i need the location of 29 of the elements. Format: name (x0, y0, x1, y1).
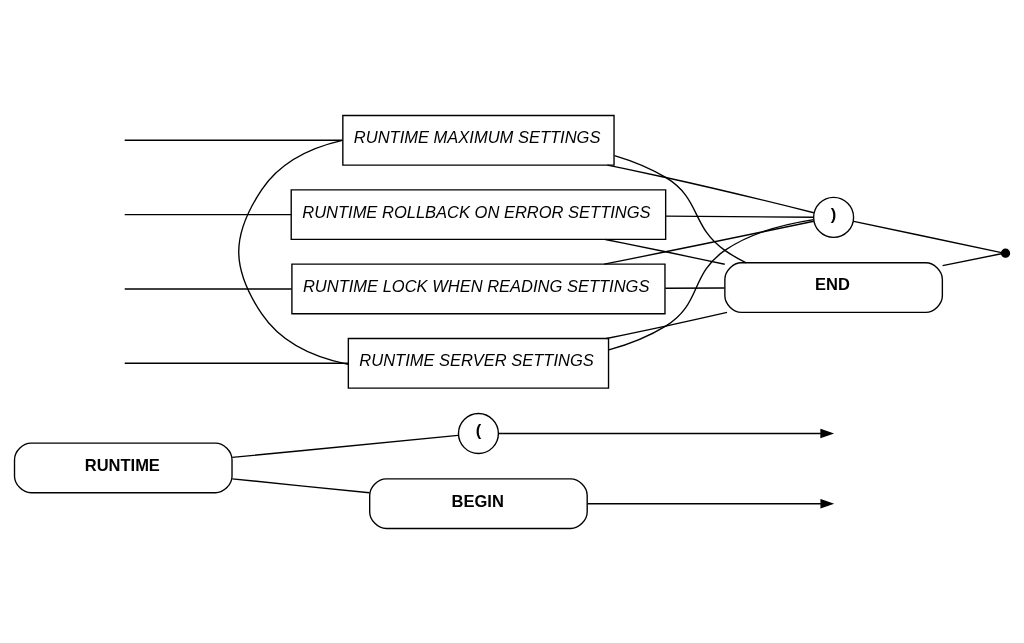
connector (606, 163, 815, 213)
connector (603, 220, 815, 265)
node-box: RUNTIME LOCK WHEN READING SETTINGS (291, 263, 666, 314)
connector (941, 252, 1002, 266)
connector (124, 287, 293, 290)
connector (124, 139, 344, 141)
node-box: END (724, 261, 944, 313)
connector (605, 311, 728, 339)
connector (124, 213, 292, 215)
connector (238, 139, 349, 365)
connector (665, 214, 814, 218)
connector (604, 238, 726, 265)
node-circle (1000, 248, 1011, 258)
connector (664, 286, 726, 289)
node-circle: ) (812, 196, 855, 238)
node-box: RUNTIME ROLLBACK ON ERROR SETTINGS (290, 188, 667, 240)
connector (608, 218, 815, 351)
node-circle: ( (457, 412, 500, 454)
node-box: BEGIN (369, 477, 588, 529)
connector (613, 154, 747, 263)
node-box: RUNTIME SERVER SETTINGS (347, 337, 610, 389)
connector (853, 220, 1003, 253)
connector (231, 434, 459, 458)
connector (124, 362, 349, 364)
arrow (586, 498, 835, 509)
connector (231, 477, 371, 493)
arrow (498, 428, 835, 438)
node-box: RUNTIME (13, 441, 233, 493)
node-box: RUNTIME MAXIMUM SETTINGS (342, 114, 615, 166)
